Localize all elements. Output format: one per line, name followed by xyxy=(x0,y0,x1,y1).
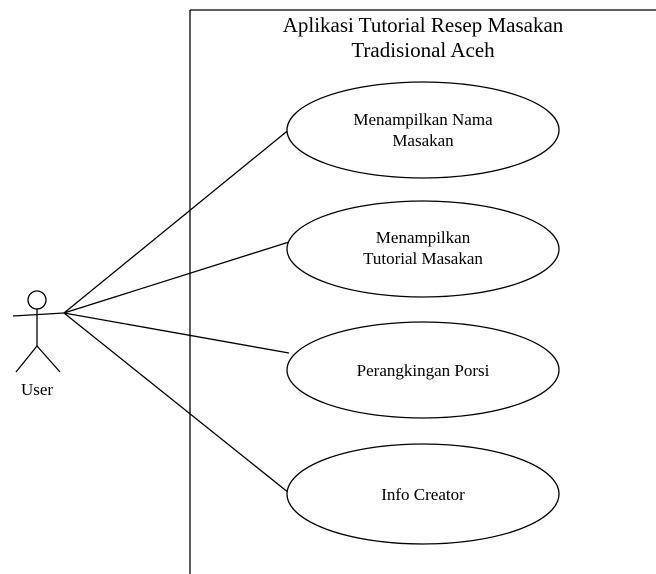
use-case-ellipse xyxy=(286,81,560,179)
actor-user[interactable]: User xyxy=(12,290,65,399)
use-case-label-line-2: Masakan xyxy=(392,131,454,150)
use-case-menampilkan-tutorial-masakan[interactable]: Menampilkan Tutorial Masakan xyxy=(286,200,560,298)
system-title-line-2: Tradisional Aceh xyxy=(351,38,495,62)
use-case-ellipse xyxy=(286,200,560,298)
actor-left-leg xyxy=(15,345,38,373)
association-line-1 xyxy=(63,127,292,314)
use-case-label-line-1: Menampilkan Nama xyxy=(353,110,493,129)
use-case-label: Perangkingan Porsi xyxy=(357,361,490,380)
system-boundary xyxy=(189,9,656,574)
system-title-line-1: Aplikasi Tutorial Resep Masakan xyxy=(283,13,564,37)
use-case-label: Info Creator xyxy=(381,485,465,504)
use-case-perangkingan-porsi[interactable]: Perangkingan Porsi xyxy=(286,321,560,419)
association-line-4 xyxy=(63,312,290,494)
associations xyxy=(63,127,292,494)
association-line-3 xyxy=(63,312,290,354)
association-line-2 xyxy=(63,241,290,314)
actor-head xyxy=(27,290,47,310)
use-case-info-creator[interactable]: Info Creator xyxy=(286,443,560,545)
use-case-ellipse xyxy=(286,443,560,545)
actor-label: User xyxy=(21,380,53,399)
use-case-menampilkan-nama-masakan[interactable]: Menampilkan Nama Masakan xyxy=(286,81,560,179)
use-case-ellipse xyxy=(286,321,560,419)
use-case-label-line-2: Tutorial Masakan xyxy=(363,249,483,268)
actor-arms xyxy=(12,312,65,317)
use-case-label-line-1: Menampilkan xyxy=(376,228,471,247)
actor-right-leg xyxy=(36,345,61,373)
